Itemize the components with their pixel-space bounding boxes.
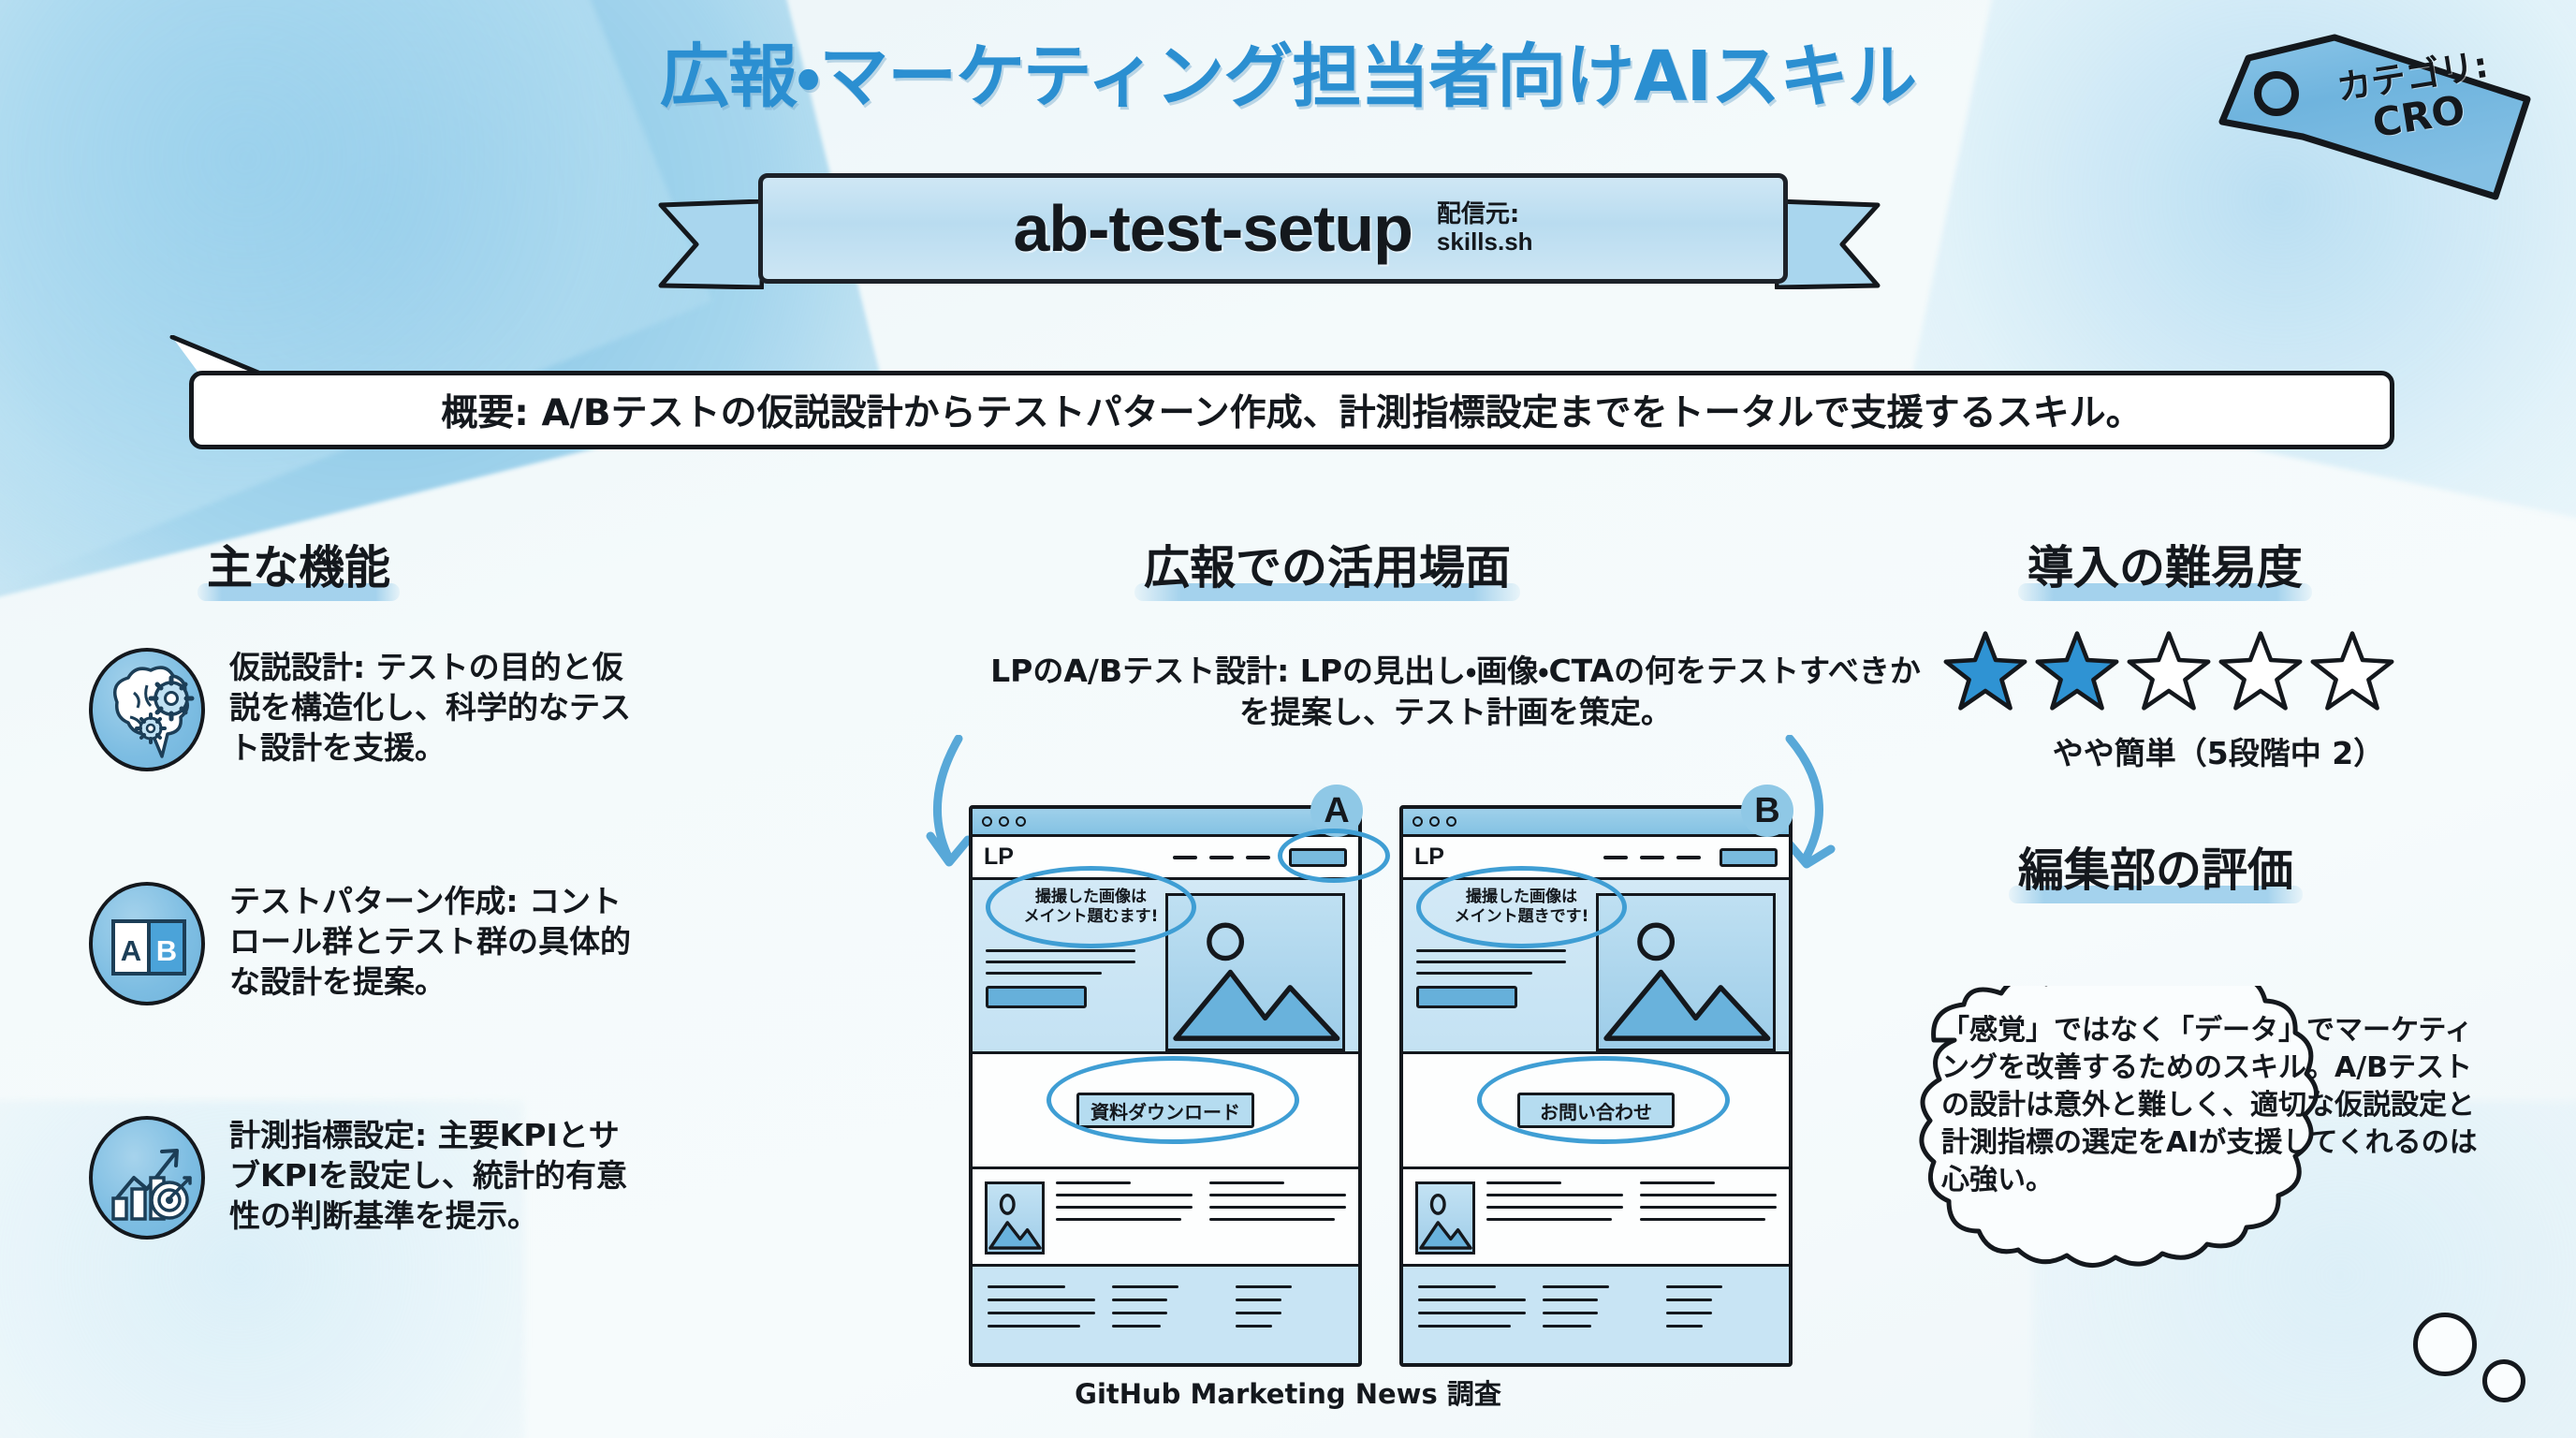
card-text-b: [1486, 1181, 1777, 1252]
thought-bubble-dot-small: [2482, 1359, 2525, 1402]
category-tag: カテゴリ: CRO: [2179, 17, 2554, 213]
thought-bubble-shape-icon: [1919, 986, 2319, 1268]
hero-image-placeholder-a: [1165, 893, 1345, 1051]
hero-lines-a: [986, 949, 1154, 975]
annotation-bubble-a: 撮撮した画像は メイント題むます!: [986, 866, 1196, 948]
mockup-badge-b: B: [1741, 785, 1793, 837]
hero-button-a[interactable]: [986, 986, 1087, 1008]
difficulty-stars: [1942, 629, 2395, 712]
chart-target-glyph: [111, 1149, 192, 1221]
feature-item-3: 計測指標設定: 主要KPIとサブKPIを設定し、統計的有意性の判断基準を提示。: [89, 1116, 632, 1240]
page-title: 広報・マーケティング担当者向けAIスキル: [659, 37, 1917, 117]
card-image-b: [1415, 1181, 1475, 1255]
skill-source: 配信元: skills.sh: [1436, 199, 1533, 256]
browser-label-b: LP: [1414, 844, 1444, 870]
skill-source-value: skills.sh: [1436, 227, 1533, 256]
skill-name-ribbon: ab-test-setup 配信元: skills.sh: [655, 173, 1891, 295]
brain-gear-glyph: [113, 666, 195, 758]
difficulty-heading: 導入の難易度: [2017, 531, 2313, 601]
star-filled-icon: [2035, 631, 2119, 711]
thought-bubble-dot-large: [2413, 1313, 2477, 1376]
svg-text:A: A: [121, 934, 141, 967]
browser-label-a: LP: [984, 844, 1014, 870]
review-heading: 編集部の評価: [2008, 833, 2304, 903]
review-heading-text: 編集部の評価: [2008, 833, 2304, 903]
features-heading-text: 主な機能: [197, 531, 401, 601]
nav-cta-button-b[interactable]: [1720, 847, 1778, 867]
overview-box: 概要: A/Bテストの仮説設計からテストパターン作成、計測指標設定までをトータル…: [189, 371, 2394, 449]
ab-split-icon: A B: [89, 882, 205, 1005]
nav-link-dash-icon: [1246, 855, 1270, 859]
feature-text-3: 計測指標設定: 主要KPIとサブKPIを設定し、統計的有意性の判断基準を提示。: [229, 1117, 628, 1234]
annotation-bubble-b: 撮撮した画像は メイント題きです!: [1416, 866, 1627, 948]
annotation-ring-nav-a: [1278, 829, 1390, 883]
skill-name: ab-test-setup: [1013, 192, 1412, 265]
ribbon-tail-left-icon: [658, 199, 764, 289]
tag-shape-icon: [2218, 34, 2531, 200]
ribbon-body: ab-test-setup 配信元: skills.sh: [758, 173, 1788, 284]
usecase-heading-text: 広報での活用場面: [1134, 531, 1521, 601]
feature-item-2: A B テストパターン作成: コントロール群とテスト群の具体的な設計を提案。: [89, 882, 632, 1005]
card-text-a: [1056, 1181, 1346, 1252]
star-empty-icon: [2218, 631, 2303, 711]
window-dot-icon: [1016, 816, 1026, 827]
footer-section-a: [973, 1267, 1358, 1363]
brain-gear-icon: [89, 648, 205, 771]
image-placeholder-icon: [1603, 922, 1771, 1041]
hero-image-placeholder-b: [1596, 893, 1776, 1051]
usecase-heading: 広報での活用場面: [1134, 531, 1521, 601]
nav-link-dash-icon: [1209, 855, 1234, 859]
annotation-ring-cta-a: [1046, 1056, 1299, 1144]
image-placeholder-icon: [1419, 1193, 1472, 1250]
hero-lines-b: [1416, 949, 1585, 975]
nav-link-dash-icon: [1603, 855, 1628, 859]
mockup-badge-a: A: [1310, 785, 1363, 837]
window-dot-icon: [982, 816, 992, 827]
skill-source-label: 配信元:: [1436, 199, 1520, 228]
card-section-b: [1403, 1169, 1789, 1267]
watercolor-wash-bottom-left: [0, 1101, 524, 1438]
ribbon-tail-right-icon: [1775, 199, 1881, 289]
browser-titlebar-a: [973, 809, 1358, 837]
footer-section-b: [1403, 1267, 1789, 1363]
feature-item-1: 仮説設計: テストの目的と仮説を構造化し、科学的なテスト設計を支援。: [89, 648, 632, 771]
arrow-to-mockup-a-icon: [926, 735, 973, 867]
star-empty-icon: [2127, 631, 2211, 711]
review-thought-bubble: 「感覚」ではなく「データ」でマーケティングを改善するためのスキル。A/Bテストの…: [1900, 986, 2518, 1323]
star-filled-icon: [1943, 631, 2027, 711]
difficulty-heading-text: 導入の難易度: [2017, 531, 2313, 601]
browser-titlebar-b: [1403, 809, 1789, 837]
svg-text:B: B: [156, 934, 177, 967]
hero-copy-b: [1416, 893, 1585, 1051]
card-section-a: [973, 1169, 1358, 1267]
card-image-a: [985, 1181, 1045, 1255]
chart-target-icon: [89, 1116, 205, 1240]
hero-button-b[interactable]: [1416, 986, 1517, 1008]
hero-copy-a: [986, 893, 1154, 1051]
annotation-ring-cta-b: [1477, 1056, 1730, 1144]
ab-split-glyph: A B: [111, 919, 186, 976]
window-dot-icon: [1446, 816, 1456, 827]
footer-credit: GitHub Marketing News 調査: [1075, 1378, 1501, 1410]
nav-links-a: [1023, 855, 1280, 859]
window-dot-icon: [999, 816, 1009, 827]
image-placeholder-icon: [988, 1193, 1042, 1250]
feature-text-1: 仮説設計: テストの目的と仮説を構造化し、科学的なテスト設計を支援。: [229, 649, 631, 766]
window-dot-icon: [1429, 816, 1440, 827]
difficulty-label: やや簡単（5段階中 2）: [2052, 735, 2385, 771]
image-placeholder-icon: [1173, 922, 1340, 1041]
nav-links-b: [1454, 855, 1710, 859]
window-dot-icon: [1412, 816, 1423, 827]
feature-text-2: テストパターン作成: コントロール群とテスト群の具体的な設計を提案。: [229, 883, 631, 1000]
nav-link-dash-icon: [1640, 855, 1664, 859]
review-text: 「感覚」ではなく「データ」でマーケティングを改善するためのスキル。A/Bテストの…: [1941, 1014, 2478, 1196]
usecase-description: LPのA/Bテスト設計: LPの見出し・画像・CTAの何をテストすべきかを提案し…: [990, 653, 1921, 731]
features-heading: 主な機能: [197, 531, 401, 601]
star-empty-icon: [2310, 631, 2394, 711]
nav-link-dash-icon: [1676, 855, 1701, 859]
hero-section-b: [1403, 880, 1789, 1054]
overview-callout: 概要: A/Bテストの仮説設計からテストパターン作成、計測指標設定までをトータル…: [168, 335, 2396, 449]
overview-text: 概要: A/Bテストの仮説設計からテストパターン作成、計測指標設定までをトータル…: [441, 392, 2143, 434]
nav-link-dash-icon: [1173, 855, 1197, 859]
